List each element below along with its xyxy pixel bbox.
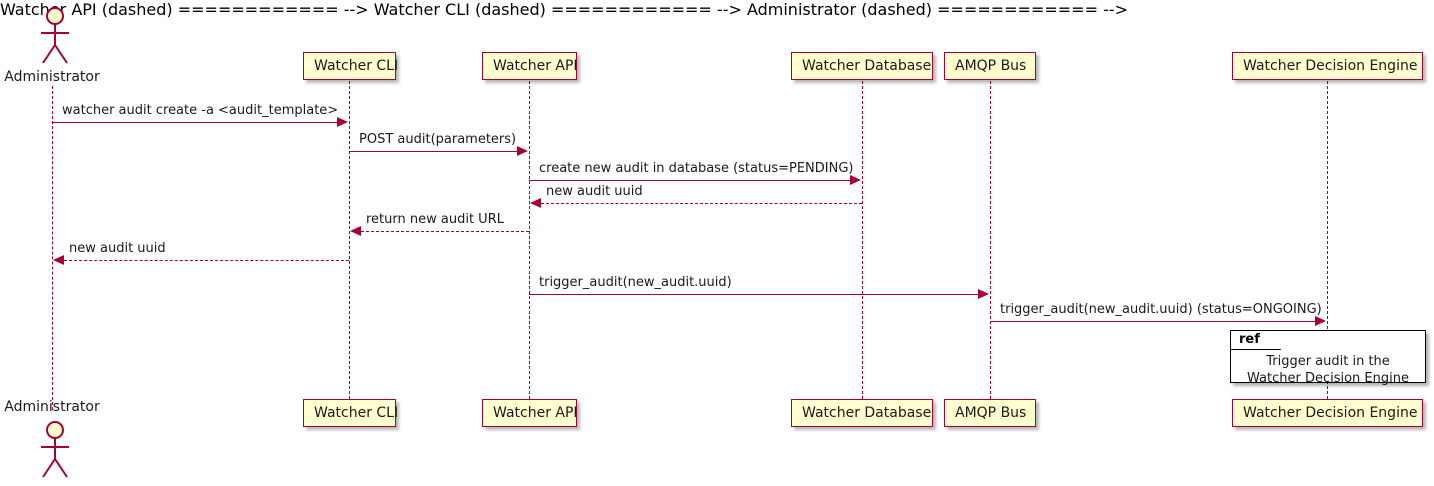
- participant-watcher-decision-engine-bottom[interactable]: Watcher Decision Engine: [1232, 399, 1423, 427]
- message-label-6: new audit uuid: [69, 241, 166, 256]
- message-line-8: [990, 321, 1316, 322]
- ref-fragment-trigger-audit: ref Trigger audit in the Watcher Decisio…: [1230, 330, 1426, 386]
- participant-watcher-api-top[interactable]: Watcher API: [482, 52, 578, 80]
- message-label-8: trigger_audit(new_audit.uuid) (status=ON…: [1000, 302, 1322, 317]
- participant-watcher-database-bottom[interactable]: Watcher Database: [791, 399, 933, 427]
- participant-amqp-bus-bottom[interactable]: AMQP Bus: [944, 399, 1036, 427]
- participant-watcher-decision-engine-top[interactable]: Watcher Decision Engine: [1232, 52, 1423, 80]
- lifeline-watcher-cli: [349, 81, 350, 399]
- actor-label-administrator-top: Administrator: [4, 69, 100, 85]
- message-arrowhead-6: [53, 255, 64, 265]
- message-arrowhead-2: [517, 146, 528, 156]
- message-label-7: trigger_audit(new_audit.uuid): [539, 275, 732, 290]
- participant-watcher-cli-top[interactable]: Watcher CLI: [303, 52, 398, 80]
- lifeline-administrator: [52, 86, 53, 410]
- ref-fragment-tab-label: ref: [1231, 331, 1281, 350]
- participant-amqp-bus-top[interactable]: AMQP Bus: [944, 52, 1036, 80]
- actor-stick-figure-icon: [41, 7, 69, 64]
- message-line-4: [541, 203, 862, 204]
- actor-administrator-top: [24, 4, 80, 66]
- message-label-1: watcher audit create -a <audit_template>: [62, 103, 339, 118]
- participant-watcher-cli-bottom[interactable]: Watcher CLI: [303, 399, 398, 427]
- message-label-3: create new audit in database (status=PEN…: [539, 161, 854, 176]
- message-label-5: return new audit URL: [366, 212, 504, 227]
- message-arrowhead-4: [530, 198, 541, 208]
- actor-administrator-bottom: [24, 418, 80, 480]
- message-label-4: new audit uuid: [546, 184, 643, 199]
- message-arrowhead-7: [978, 289, 989, 299]
- ref-fragment-body: Trigger audit in the Watcher Decision En…: [1231, 353, 1425, 387]
- participant-watcher-api-bottom[interactable]: Watcher API: [482, 399, 578, 427]
- ref-fragment-line-2: Watcher Decision Engine: [1247, 371, 1409, 386]
- message-line-3: [529, 180, 851, 181]
- message-line-2: [349, 151, 518, 152]
- message-arrowhead-3: [850, 175, 861, 185]
- lifeline-watcher-decision-engine: [1327, 81, 1328, 399]
- participant-watcher-database-top[interactable]: Watcher Database: [791, 52, 933, 80]
- message-line-1: [52, 122, 338, 123]
- actor-label-administrator-bottom: Administrator: [4, 399, 100, 415]
- lifeline-amqp-bus: [990, 81, 991, 399]
- message-line-5: [361, 231, 529, 232]
- lifeline-watcher-api: [529, 81, 530, 399]
- message-arrowhead-5: [350, 226, 361, 236]
- actor-stick-figure-icon: [41, 421, 69, 478]
- message-arrowhead-1: [337, 117, 348, 127]
- message-line-6: [64, 260, 349, 261]
- message-label-2: POST audit(parameters): [359, 132, 517, 147]
- lifeline-watcher-database: [862, 81, 863, 399]
- ref-fragment-line-1: Trigger audit in the: [1266, 354, 1390, 369]
- message-arrowhead-8: [1315, 316, 1326, 326]
- message-line-7: [529, 294, 979, 295]
